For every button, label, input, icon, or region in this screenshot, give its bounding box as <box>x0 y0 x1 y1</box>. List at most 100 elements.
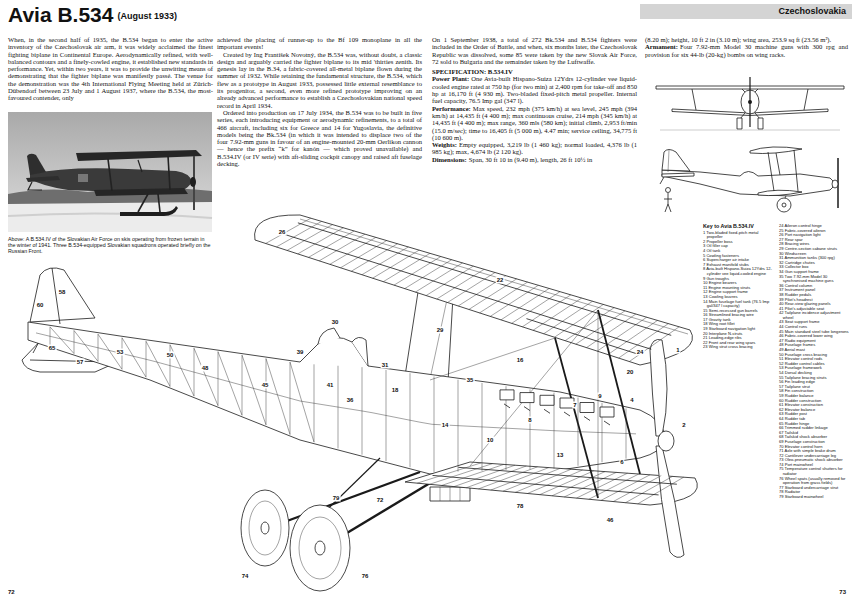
propeller <box>650 339 684 557</box>
side-view <box>660 147 838 212</box>
text-run: 62 Elevator balance <box>779 407 815 412</box>
side-view <box>832 180 838 188</box>
run-in-heading: Armament: <box>645 43 678 50</box>
text-run: 15 Semi-recessed gun barrels <box>703 308 758 313</box>
exhaust-stub <box>544 409 550 413</box>
wing-rib <box>266 218 311 243</box>
title-date: (August 1933) <box>117 11 177 21</box>
text-run: 26 Port navigation light <box>779 232 821 237</box>
callout-number: 58 <box>58 289 67 296</box>
callout-number: 46 <box>606 517 615 524</box>
wing-rib <box>619 324 669 358</box>
text-run: 4 Oil tank <box>703 248 720 253</box>
text-run: 23 Wing strut cross bracing <box>703 344 753 349</box>
text-run: 51 Elevator control rods <box>779 356 822 361</box>
callout-number: 31 <box>381 362 390 369</box>
text-run: 16 Streamlined bracing wire <box>703 312 754 317</box>
fuselage-frame <box>242 355 266 425</box>
text-run: 8 Avia-built Hispano-Suiza 12Ydrs 12-cyl… <box>703 266 772 276</box>
callout-number: 20 <box>626 369 635 376</box>
run-in-heading: SPECIFICATION: B.534.IV <box>432 68 513 75</box>
text-run: 74 Port mainwheel <box>779 462 813 467</box>
photograph <box>168 156 170 190</box>
callout-number: 14 <box>441 422 450 429</box>
fuselage-frame <box>146 341 170 386</box>
text-run: Created by Ing František Novotný, the B.… <box>217 51 422 109</box>
text-run: 71 Axle with simple brake drum <box>779 448 836 453</box>
text-run: 53 Fuselage framework <box>779 365 822 370</box>
header-band <box>640 4 852 19</box>
text-paragraph: achieved the placing of runner-up to the… <box>217 36 422 51</box>
text-run: 75 Temperature control shutters for radi… <box>779 466 843 476</box>
text-run: 10 Engine bearers <box>703 280 736 285</box>
fuselage <box>318 328 340 344</box>
callout-number: 13 <box>556 452 565 459</box>
run-in-heading: Power Plant: <box>432 75 469 82</box>
interplane-struts <box>470 310 598 466</box>
callout-number: 79 <box>332 495 341 502</box>
side-view <box>794 150 798 191</box>
callout-number: 57 <box>76 359 85 366</box>
side-view <box>668 150 669 172</box>
upper-wing <box>255 215 693 365</box>
text-run: 35 Two 7.92-mm Model 30 synchronised mac… <box>779 274 833 284</box>
text-paragraph: Weights:Empty equipped, 3,219 lb (1 460 … <box>432 141 637 156</box>
wing-rib <box>442 464 504 485</box>
callout-number: 9 <box>597 393 602 400</box>
propeller <box>658 431 674 451</box>
engine-cylinders <box>500 390 614 417</box>
wing-rib <box>629 327 679 362</box>
side-view <box>768 152 774 191</box>
callout-number: 41 <box>326 382 335 389</box>
callout-number: 74 <box>241 573 250 580</box>
undercarriage <box>315 541 325 555</box>
callout-number: 36 <box>346 397 355 404</box>
text-run: 50 Fuselage cross bracing <box>779 352 827 357</box>
callout-number: 24 <box>636 349 645 356</box>
text-run: 20 Interplane N-struts <box>703 331 742 336</box>
callout-number: 18 <box>391 387 400 394</box>
callout-number: 8 <box>527 417 532 424</box>
text-run: 30 Windscreen <box>779 251 806 256</box>
undercarriage <box>450 487 451 501</box>
undercarriage <box>440 487 441 501</box>
text-run: 34 Gun support frame <box>779 269 819 274</box>
front-view <box>660 130 840 131</box>
text-paragraph: (8.20 m); height, 10 ft 2 in (3.10 m); w… <box>645 36 848 43</box>
lower-wing <box>405 462 697 505</box>
undercarriage <box>430 487 470 501</box>
text-paragraph: Above: A B.534.IV of the Slovakian Air F… <box>8 236 212 254</box>
text-run: 21 Leading-edge ribs <box>703 335 741 340</box>
engine-cylinder <box>580 403 594 413</box>
photograph <box>120 206 178 216</box>
text-run: 78 Radiator <box>779 489 800 494</box>
text-run: 69 Fuselage construction <box>779 439 825 444</box>
text-run: 19 Starboard navigation light <box>703 326 755 331</box>
photograph <box>8 112 212 232</box>
interplane-struts <box>598 310 599 498</box>
side-view <box>664 199 672 200</box>
text-paragraph: Power Plant:One Avia-built Hispano-Suiza… <box>432 75 637 104</box>
wing-rib <box>576 311 625 344</box>
text-run: 32 Cartridge chutes <box>779 260 815 265</box>
text-run: 72 Cantilever undercarriage leg <box>779 453 836 458</box>
text-run: 33 Collector box <box>779 264 809 269</box>
text-run: 17 Gravity tank <box>703 317 731 322</box>
key-entry: 14 Main fuselage fuel tank (76.5 Imp gal… <box>703 300 775 309</box>
text-run: 5 Cowling fasteners <box>703 253 739 258</box>
side-view <box>777 198 791 212</box>
text-run: 38 Rudder pedals <box>779 292 811 297</box>
key-entry: 76 Wheel spats (usually removed for oper… <box>779 477 849 486</box>
photograph <box>76 150 202 161</box>
callout-number: 4 <box>629 397 634 404</box>
fuselage <box>405 292 418 376</box>
engine-cylinder <box>600 407 614 417</box>
callout-number: 26 <box>278 229 287 236</box>
fuselage-frame <box>194 348 218 406</box>
text-run: On 1 September 1938, a total of 272 Bk.5… <box>432 36 637 65</box>
text-run: 36 Control column <box>779 283 812 288</box>
text-run: When, in the second half of 1935, the B.… <box>8 36 213 101</box>
text-paragraph: When, in the second half of 1935, the B.… <box>8 36 213 102</box>
text-run: 43 Seat support frame <box>779 319 820 324</box>
fuselage-frame <box>290 362 314 442</box>
